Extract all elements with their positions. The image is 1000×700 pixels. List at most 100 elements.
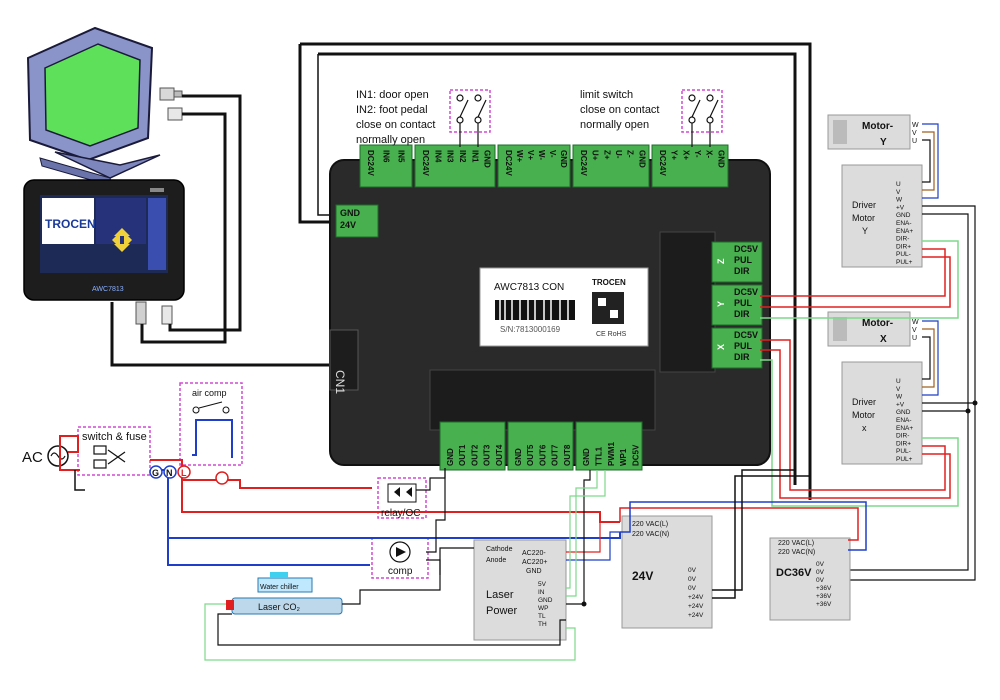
power-gnd-label: GND [340,208,361,218]
bottom-terminal-out3: OUT3 [483,444,492,466]
top-terminal-dc24v: DC24V [658,150,667,176]
svg-text:Y: Y [862,226,868,236]
psu24-out-1: 0V [688,576,697,583]
bottom-terminal-ttl1: TTL1 [594,446,603,466]
driver-pin-ena-: ENA- [896,220,912,227]
top-terminal-in3: IN3 [446,150,455,163]
driver-pin-+v: +V [896,401,905,408]
top-terminal-gnd: GND [716,150,725,168]
svg-text:Power: Power [486,605,518,617]
bottom-terminal-out2: OUT2 [470,444,479,466]
note-close2: close on contact [580,104,660,116]
driver-pin-gnd: GND [896,409,911,416]
axis-wires [760,240,959,507]
bottom-terminal-out8: OUT8 [563,444,572,466]
psu24-out-0: 0V [688,567,697,574]
psu-36v [769,537,851,621]
cn1-label: CN1 [333,370,347,394]
board-brand: TROCEN [592,278,626,287]
driver-pin-pul+: PUL+ [896,456,913,463]
axis-y-label: Y [716,301,726,307]
top-terminal-in5: IN5 [397,150,406,163]
g-label: G [152,468,159,478]
switch-fuse-label: switch & fuse [82,431,147,443]
motor-x-axis: X [880,334,887,345]
svg-text:W: W [912,319,919,326]
bottom-terminal-out5: OUT5 [526,444,535,466]
driver-pin-pul-: PUL- [896,448,911,455]
black-wires [110,42,812,500]
board-label: AWC7813 CON [494,282,564,293]
driver-pin-dir-: DIR- [896,236,909,243]
top-terminal-z-: Z- [626,150,635,158]
driver-y [841,164,923,268]
fuse-icon [93,445,126,469]
svg-text:Motor: Motor [852,410,875,420]
psu24-out-4: +24V [688,603,704,610]
note-normally2: normally open [580,119,649,131]
svg-text:U: U [912,138,917,145]
axis-pin-pul: PUL [734,255,753,265]
water-chiller-icon [257,572,313,593]
bottom-terminal-blocks [439,421,643,471]
top-terminal-y-: Y- [693,150,702,158]
panel-brand: TROCEN [45,217,96,231]
control-panel [23,179,185,301]
svg-text:220 VAC(N): 220 VAC(N) [778,549,815,556]
chiller-label: Water chiller [260,584,299,591]
note-in1: IN1: door open [356,89,429,101]
top-terminal-x+: X+ [681,150,690,160]
svg-text:GND: GND [526,568,542,575]
psu36-out-5: +36V [816,601,832,608]
bottom-terminal-out4: OUT4 [495,444,504,466]
n-label: N [166,468,173,478]
psu36-out-3: +36V [816,585,832,592]
psu36-out-0: 0V [816,561,825,568]
driver-pin-gnd: GND [896,212,911,219]
top-terminal-y+: Y+ [670,150,679,160]
laser-power-pin-5v: 5V [538,581,547,588]
top-terminal-w-: W- [537,150,546,160]
driver-pin-w: W [896,197,903,204]
svg-text:Anode: Anode [486,557,506,564]
top-terminal-w+: W+ [515,150,524,163]
top-terminal-in4: IN4 [433,150,442,163]
top-terminal-gnd: GND [483,150,492,168]
psu36-out-4: +36V [816,593,832,600]
driver-pin-ena+: ENA+ [896,228,913,235]
driver-pin-pul-: PUL- [896,251,911,258]
top-terminal-in1: IN1 [470,150,479,163]
bottom-terminal-gnd: GND [446,448,455,466]
note-in2: IN2: foot pedal [356,104,428,116]
axis-pin-dir: DIR [734,266,750,276]
top-terminal-u+: U+ [591,150,600,161]
top-terminal-in6: IN6 [381,150,390,163]
note-normally: normally open [356,134,425,146]
axis-pin-pul: PUL [734,298,753,308]
laser-tube-icon [226,597,343,615]
board-serial: S/N:7813000169 [500,325,561,334]
svg-text:220 VAC(N): 220 VAC(N) [632,531,669,538]
bottom-terminal-out1: OUT1 [458,444,467,466]
laser-power-pin-in: IN [538,589,545,596]
svg-text:Laser: Laser [486,589,514,601]
psu24-out-5: +24V [688,612,704,619]
axis-pin-dir: DIR [734,309,750,319]
svg-text:24V: 24V [632,569,653,583]
panel-model: AWC7813 [92,286,124,293]
axis-pin-pul: PUL [734,341,753,351]
ac-label: AC [22,449,43,466]
note-close: close on contact [356,119,436,131]
motor-y-name: Motor- [862,121,893,132]
motor-y-axis: Y [880,137,887,148]
top-terminal-dc24v: DC24V [579,150,588,176]
driver-pin-dir-: DIR- [896,433,909,440]
top-terminal-z+: Z+ [602,150,611,160]
air-comp-label: air comp [192,388,227,398]
svg-text:Cathode: Cathode [486,546,513,553]
axis-x-label: X [716,344,726,350]
driver-pin-dir+: DIR+ [896,243,911,250]
bottom-terminal-pwm1: PWM1 [607,441,616,466]
driver-pin-u: U [896,181,901,188]
